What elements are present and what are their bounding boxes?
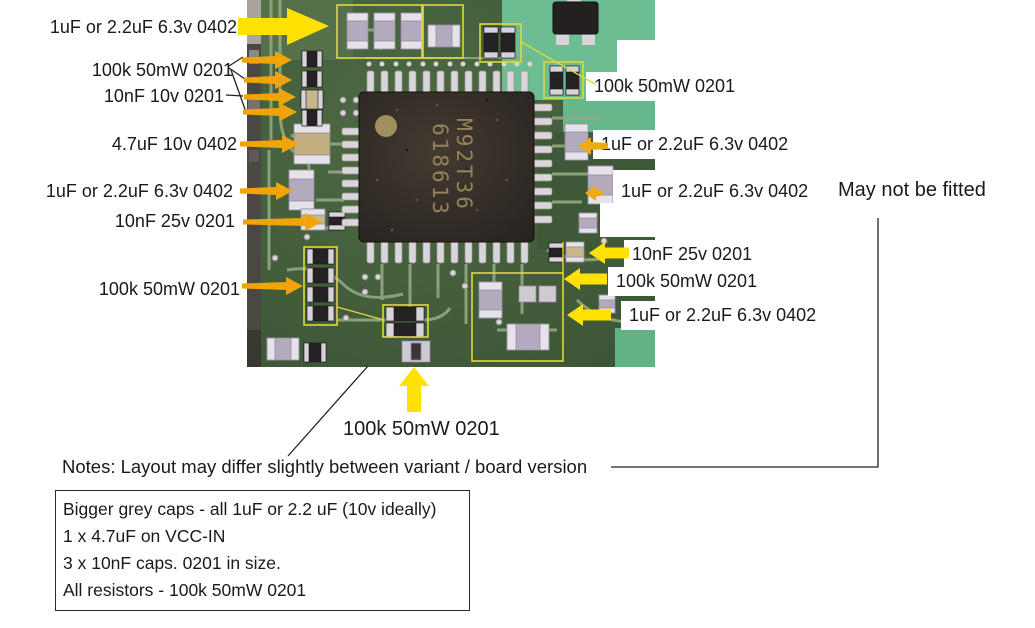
pcb-photo: M92T36 618613 <box>247 0 655 367</box>
label-10nf-25v-left: 10nF 25v 0201 <box>114 211 235 231</box>
label-10nf-25v-right: 10nF 25v 0201 <box>624 240 759 269</box>
notes-box-line: Bigger grey caps - all 1uF or 2.2 uF (10… <box>63 499 437 519</box>
label-1uf-right-1: 1uF or 2.2uF 6.3v 0402 <box>593 130 795 159</box>
pcb-photo-art: M92T36 618613 <box>247 0 655 367</box>
label-100k-lower-left: 100k 50mW 0201 <box>98 279 240 299</box>
ic-pins <box>341 70 553 264</box>
label-1uf-left: 1uF or 2.2uF 6.3v 0402 <box>45 181 233 201</box>
chip-marking-line1: M92T36 <box>452 118 476 212</box>
label-4u7f: 4.7uF 10v 0402 <box>111 134 237 154</box>
label-may-not-be-fitted: May not be fitted <box>838 179 986 201</box>
arrow-up-icon <box>399 367 429 412</box>
connector-line <box>230 69 247 113</box>
label-100k-right: 100k 50mW 0201 <box>608 267 764 296</box>
notes-box-line: 1 x 4.7uF on VCC-IN <box>63 526 226 546</box>
connector-line <box>225 94 244 97</box>
chip-marking-line2: 618613 <box>428 123 452 217</box>
notes-box: Bigger grey caps - all 1uF or 2.2 uF (10… <box>55 490 470 611</box>
ic-body <box>358 91 535 243</box>
board-edge <box>247 0 261 367</box>
label-1uf-right-3: 1uF or 2.2uF 6.3v 0402 <box>621 301 823 330</box>
label-100k-bottom: 100k 50mW 0201 <box>343 418 500 440</box>
main-ic: M92T36 618613 <box>341 61 553 264</box>
photo-cutout <box>600 203 655 237</box>
label-10nf-10v: 10nF 10v 0201 <box>103 86 224 106</box>
label-1uf-right-2: 1uF or 2.2uF 6.3v 0402 <box>613 177 815 206</box>
label-100k-top-right: 100k 50mW 0201 <box>586 72 742 101</box>
pin1-dot <box>375 115 397 137</box>
notes-line: Notes: Layout may differ slightly betwee… <box>62 456 588 477</box>
label-100k-upper-left: 100k 50mW 0201 <box>91 60 233 80</box>
label-1uf-top: 1uF or 2.2uF 6.3v 0402 <box>49 17 237 37</box>
photo-cutout <box>617 40 655 72</box>
notes-box-line: All resistors - 100k 50mW 0201 <box>63 580 307 600</box>
connector-line <box>287 365 369 457</box>
notes-box-line: 3 x 10nF caps. 0201 in size. <box>63 553 281 573</box>
